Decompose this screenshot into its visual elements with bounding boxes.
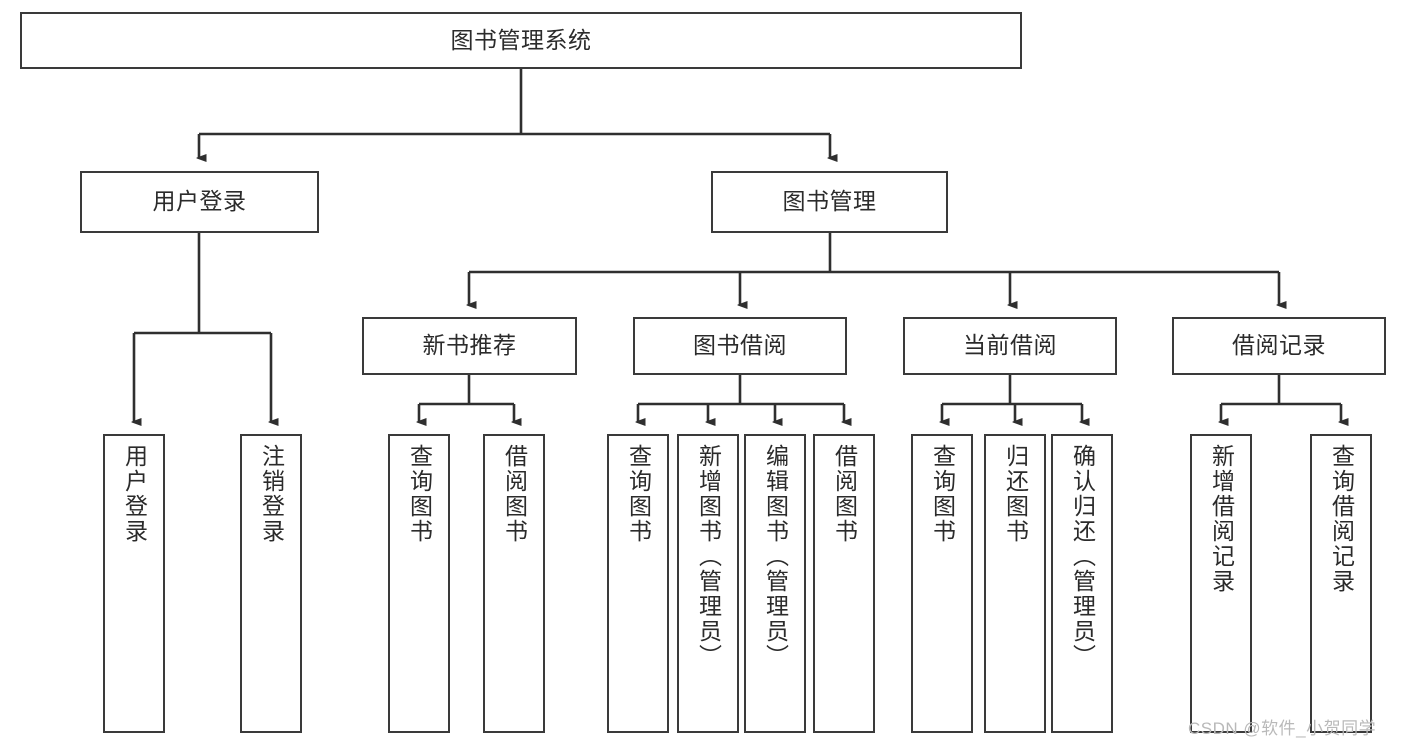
node-leaf-query-book-current-label: 查询图书 [929, 444, 956, 544]
node-user-login[interactable]: 用户登录 [80, 171, 319, 233]
node-leaf-add-borrow-record[interactable]: 新增借阅记录 [1190, 434, 1252, 733]
node-leaf-logout-label: 注销登录 [258, 444, 285, 544]
node-leaf-query-borrow-record[interactable]: 查询借阅记录 [1310, 434, 1372, 733]
node-leaf-borrow-book-label: 借阅图书 [831, 444, 858, 544]
node-leaf-borrow-book-recommend-label: 借阅图书 [501, 444, 528, 544]
node-new-book-recommend[interactable]: 新书推荐 [362, 317, 577, 375]
node-leaf-query-book-recommend-label: 查询图书 [406, 444, 433, 544]
node-leaf-edit-book-label: 编辑图书（管理员） [762, 444, 789, 669]
node-leaf-add-book[interactable]: 新增图书（管理员） [677, 434, 739, 733]
node-leaf-query-book-borrow-label: 查询图书 [625, 444, 652, 544]
node-book-borrow[interactable]: 图书借阅 [633, 317, 847, 375]
node-leaf-edit-book[interactable]: 编辑图书（管理员） [744, 434, 806, 733]
node-leaf-return-book-label: 归还图书 [1002, 444, 1029, 544]
node-leaf-query-book-current[interactable]: 查询图书 [911, 434, 973, 733]
node-borrow-record-label: 借阅记录 [1232, 332, 1326, 359]
node-leaf-borrow-book-recommend[interactable]: 借阅图书 [483, 434, 545, 733]
node-leaf-add-book-label: 新增图书（管理员） [695, 444, 722, 669]
node-borrow-record[interactable]: 借阅记录 [1172, 317, 1386, 375]
node-leaf-query-borrow-record-label: 查询借阅记录 [1328, 444, 1355, 594]
node-leaf-logout[interactable]: 注销登录 [240, 434, 302, 733]
node-root-label: 图书管理系统 [450, 26, 592, 53]
node-leaf-user-login-label: 用户登录 [121, 444, 148, 544]
node-leaf-confirm-return-label: 确认归还（管理员） [1069, 444, 1096, 669]
node-leaf-confirm-return[interactable]: 确认归还（管理员） [1051, 434, 1113, 733]
node-new-book-recommend-label: 新书推荐 [422, 332, 517, 359]
node-leaf-return-book[interactable]: 归还图书 [984, 434, 1046, 733]
node-current-borrow[interactable]: 当前借阅 [903, 317, 1117, 375]
node-book-management[interactable]: 图书管理 [711, 171, 948, 233]
node-leaf-user-login[interactable]: 用户登录 [103, 434, 165, 733]
node-root[interactable]: 图书管理系统 [20, 12, 1022, 69]
node-user-login-label: 用户登录 [152, 188, 247, 215]
node-leaf-query-book-borrow[interactable]: 查询图书 [607, 434, 669, 733]
node-book-management-label: 图书管理 [782, 188, 877, 215]
node-book-borrow-label: 图书借阅 [693, 332, 787, 359]
node-leaf-add-borrow-record-label: 新增借阅记录 [1208, 444, 1235, 594]
node-current-borrow-label: 当前借阅 [963, 332, 1057, 359]
node-leaf-borrow-book[interactable]: 借阅图书 [813, 434, 875, 733]
node-leaf-query-book-recommend[interactable]: 查询图书 [388, 434, 450, 733]
csdn-watermark: CSDN @软件_小贺同学 [1188, 719, 1377, 738]
